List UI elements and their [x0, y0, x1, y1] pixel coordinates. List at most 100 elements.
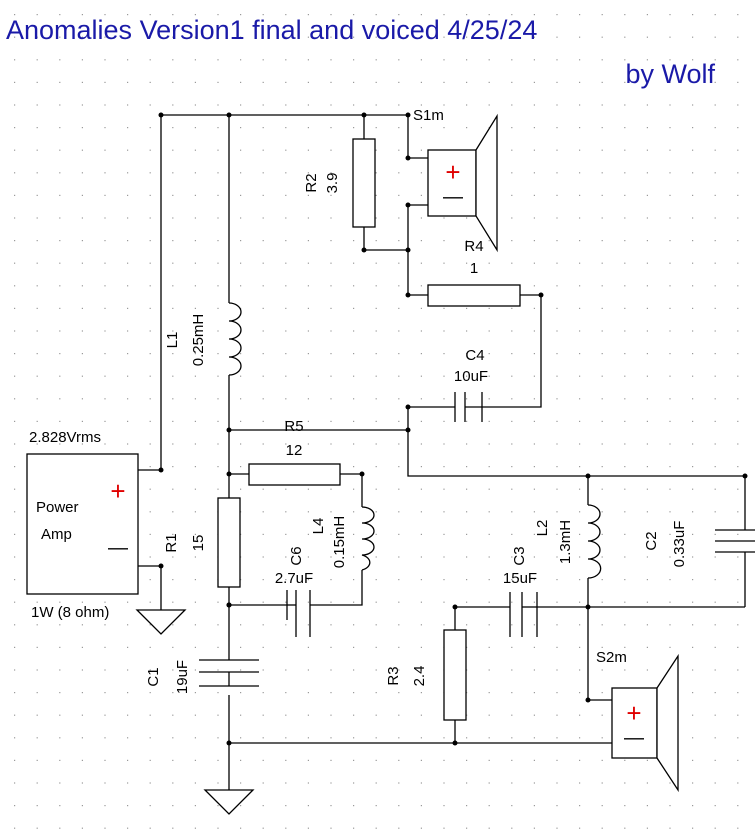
capacitor-c4[interactable]: C4 10uF: [454, 347, 490, 422]
l2-coil: [587, 504, 602, 579]
grid-dot: [375, 805, 377, 807]
grid-dot: [556, 285, 558, 287]
grid-dot: [81, 172, 83, 174]
grid-dot: [420, 511, 422, 513]
grid-dot: [398, 827, 400, 829]
grid-dot: [714, 104, 716, 106]
grid-dot: [307, 533, 309, 535]
grid-dot: [646, 330, 648, 332]
capacitor-c3[interactable]: C3 15uF: [503, 546, 538, 637]
grid-dot: [14, 127, 16, 129]
grid-dot: [217, 240, 219, 242]
grid-dot: [398, 307, 400, 309]
grid-dot: [262, 104, 264, 106]
grid-dot: [262, 285, 264, 287]
grid-dot: [149, 172, 151, 174]
grid-dot: [217, 646, 219, 648]
resistor-r1[interactable]: R1 15: [163, 497, 241, 588]
grid-dot: [307, 104, 309, 106]
grid-dot: [398, 194, 400, 196]
grid-dot: [737, 443, 739, 445]
grid-dot: [172, 556, 174, 558]
grid-dot: [737, 420, 739, 422]
grid-dot: [194, 805, 196, 807]
grid-dot: [579, 827, 581, 829]
grid-dot: [398, 669, 400, 671]
grid-dot: [172, 398, 174, 400]
grid-dot: [81, 805, 83, 807]
grid-dot: [285, 624, 287, 626]
grid-dot: [172, 307, 174, 309]
resistor-r3[interactable]: R3 2.4: [385, 629, 467, 721]
grid-dot: [669, 59, 671, 61]
grid-dot: [194, 127, 196, 129]
resistor-r2[interactable]: R2 3.9: [303, 138, 376, 228]
grid-dot: [511, 127, 513, 129]
grid-dot: [127, 217, 129, 219]
grid-dot: [714, 692, 716, 694]
grid-dot: [420, 36, 422, 38]
grid-dot: [36, 149, 38, 151]
grid-dot: [194, 556, 196, 558]
grid-dot: [353, 375, 355, 377]
inductor-l1[interactable]: L1 0.25mH: [164, 302, 242, 376]
grid-dot: [262, 692, 264, 694]
grid-dot: [262, 81, 264, 83]
grid-dot: [307, 398, 309, 400]
grid-dot: [579, 579, 581, 581]
speaker-s2[interactable]: S2m + —: [596, 649, 679, 793]
grid-dot: [81, 737, 83, 739]
grid-dot: [420, 827, 422, 829]
capacitor-c6[interactable]: C6 2.7uF: [275, 546, 313, 637]
inductor-l2[interactable]: L2 1.3mH: [534, 504, 602, 579]
grid-dot: [488, 511, 490, 513]
grid-dot: [533, 285, 535, 287]
grid-dot: [624, 262, 626, 264]
grid-dot: [533, 194, 535, 196]
grid-dot: [217, 127, 219, 129]
grid-dot: [330, 240, 332, 242]
grid-dot: [149, 533, 151, 535]
capacitor-c1[interactable]: C1 19uF: [145, 659, 259, 694]
speaker-s1[interactable]: S1m + —: [413, 107, 498, 253]
grid-dot: [443, 624, 445, 626]
grid-dot: [59, 307, 61, 309]
grid-dot: [330, 737, 332, 739]
grid-dot: [285, 511, 287, 513]
inductor-l4[interactable]: L4 0.15mH: [310, 506, 375, 571]
s1-name: S1m: [413, 107, 444, 124]
grid-dot: [624, 59, 626, 61]
grid-dot: [646, 81, 648, 83]
grid-dot: [330, 36, 332, 38]
grid-dot: [307, 759, 309, 761]
grid-dot: [59, 737, 61, 739]
grid-dot: [59, 805, 61, 807]
grid-dot: [579, 104, 581, 106]
grid-dot: [443, 533, 445, 535]
resistor-r5[interactable]: R5 12: [248, 418, 341, 486]
grid-dot: [737, 827, 739, 829]
grid-dot: [556, 14, 558, 16]
grid-dot: [127, 172, 129, 174]
grid-dot: [420, 353, 422, 355]
grid-dot: [149, 692, 151, 694]
grid-dot: [36, 782, 38, 784]
power-amp[interactable]: 2.828Vrms Power Amp + — 1W (8 ohm): [26, 429, 139, 621]
r3-name: R3: [385, 666, 402, 685]
grid-dot: [714, 398, 716, 400]
grid-dot: [601, 217, 603, 219]
grid-dot: [466, 827, 468, 829]
grid-dot: [601, 466, 603, 468]
grid-dot: [127, 330, 129, 332]
grid-dot: [14, 240, 16, 242]
resistor-r4[interactable]: R4 1: [427, 238, 521, 307]
grid-dot: [488, 104, 490, 106]
grid-dot: [669, 194, 671, 196]
grid-dot: [307, 127, 309, 129]
capacitor-c2[interactable]: C2 0.33uF: [643, 521, 755, 568]
grid-dot: [737, 805, 739, 807]
grid-dots: [14, 14, 739, 829]
grid-dot: [36, 646, 38, 648]
r3-body: [443, 629, 467, 721]
grid-dot: [511, 398, 513, 400]
